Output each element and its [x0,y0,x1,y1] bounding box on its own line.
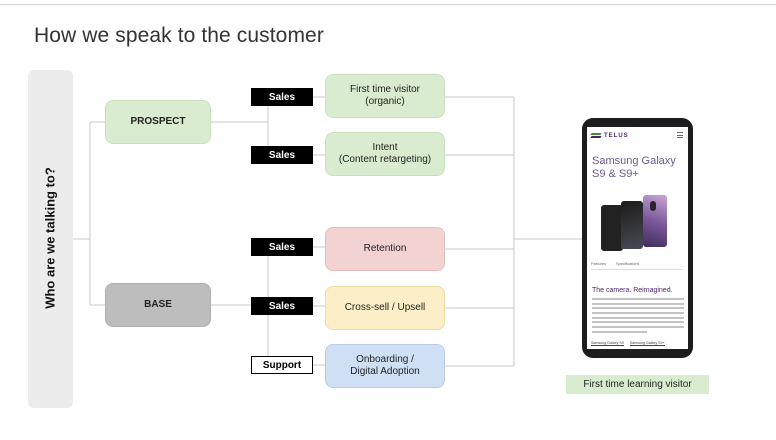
section-title: The camera. Reimagined. [592,287,673,294]
first-time-visitor-box: First time visitor (organic) [325,74,445,118]
sales-tag: Sales [251,297,313,315]
tab-s9: Samsung Galaxy S9 [591,341,624,346]
outcome-label: Cross-sell / Upsell [344,302,426,313]
sales-tag: Sales [251,88,313,106]
product-title: Samsung Galaxy S9 & S9+ [592,155,676,180]
sales-tag: Sales [251,238,313,256]
sales-tag: Sales [251,146,313,164]
phone-back-image [643,195,667,247]
onboarding-box: Onboarding / Digital Adoption [325,344,445,388]
body-text [592,298,684,336]
phone-front-image [601,205,623,251]
prospect-box: PROSPECT [105,100,211,144]
base-box: BASE [105,283,211,327]
cross-sell-box: Cross-sell / Upsell [325,286,445,330]
outcome-label: First time visitor (organic) [350,84,420,107]
page-title: How we speak to the customer [34,24,324,47]
tab-features: Features [591,262,606,266]
divider [591,269,683,270]
product-tabs: Features Specifications [591,262,649,266]
side-panel [28,70,73,408]
phone-front-image [621,201,643,249]
outcome-label: Onboarding / Digital Adoption [350,354,420,377]
brand-name: TELUS [604,133,629,139]
phone-mockup: TELUS Samsung Galaxy S9 & S9+ Features Sp… [582,118,693,358]
outcome-label: Intent (Content retargeting) [338,142,432,165]
model-tabs: Samsung Galaxy S9 Samsung Galaxy S9+ [591,341,671,346]
support-tag: Support [251,356,313,374]
intent-box: Intent (Content retargeting) [325,132,445,176]
camera-lens [650,201,656,211]
brand-row: TELUS [591,131,629,141]
outcome-label: Retention [363,243,407,254]
phone-caption: First time learning visitor [566,375,709,394]
phone-screen: TELUS Samsung Galaxy S9 & S9+ Features Sp… [587,127,688,349]
tab-s9-plus: Samsung Galaxy S9+ [629,341,665,346]
hamburger-menu-icon [677,132,683,140]
telus-logo-icon [591,133,601,139]
retention-box: Retention [325,227,445,271]
device-image [599,191,679,261]
top-rule [0,4,776,5]
tab-specifications: Specifications [615,262,640,266]
